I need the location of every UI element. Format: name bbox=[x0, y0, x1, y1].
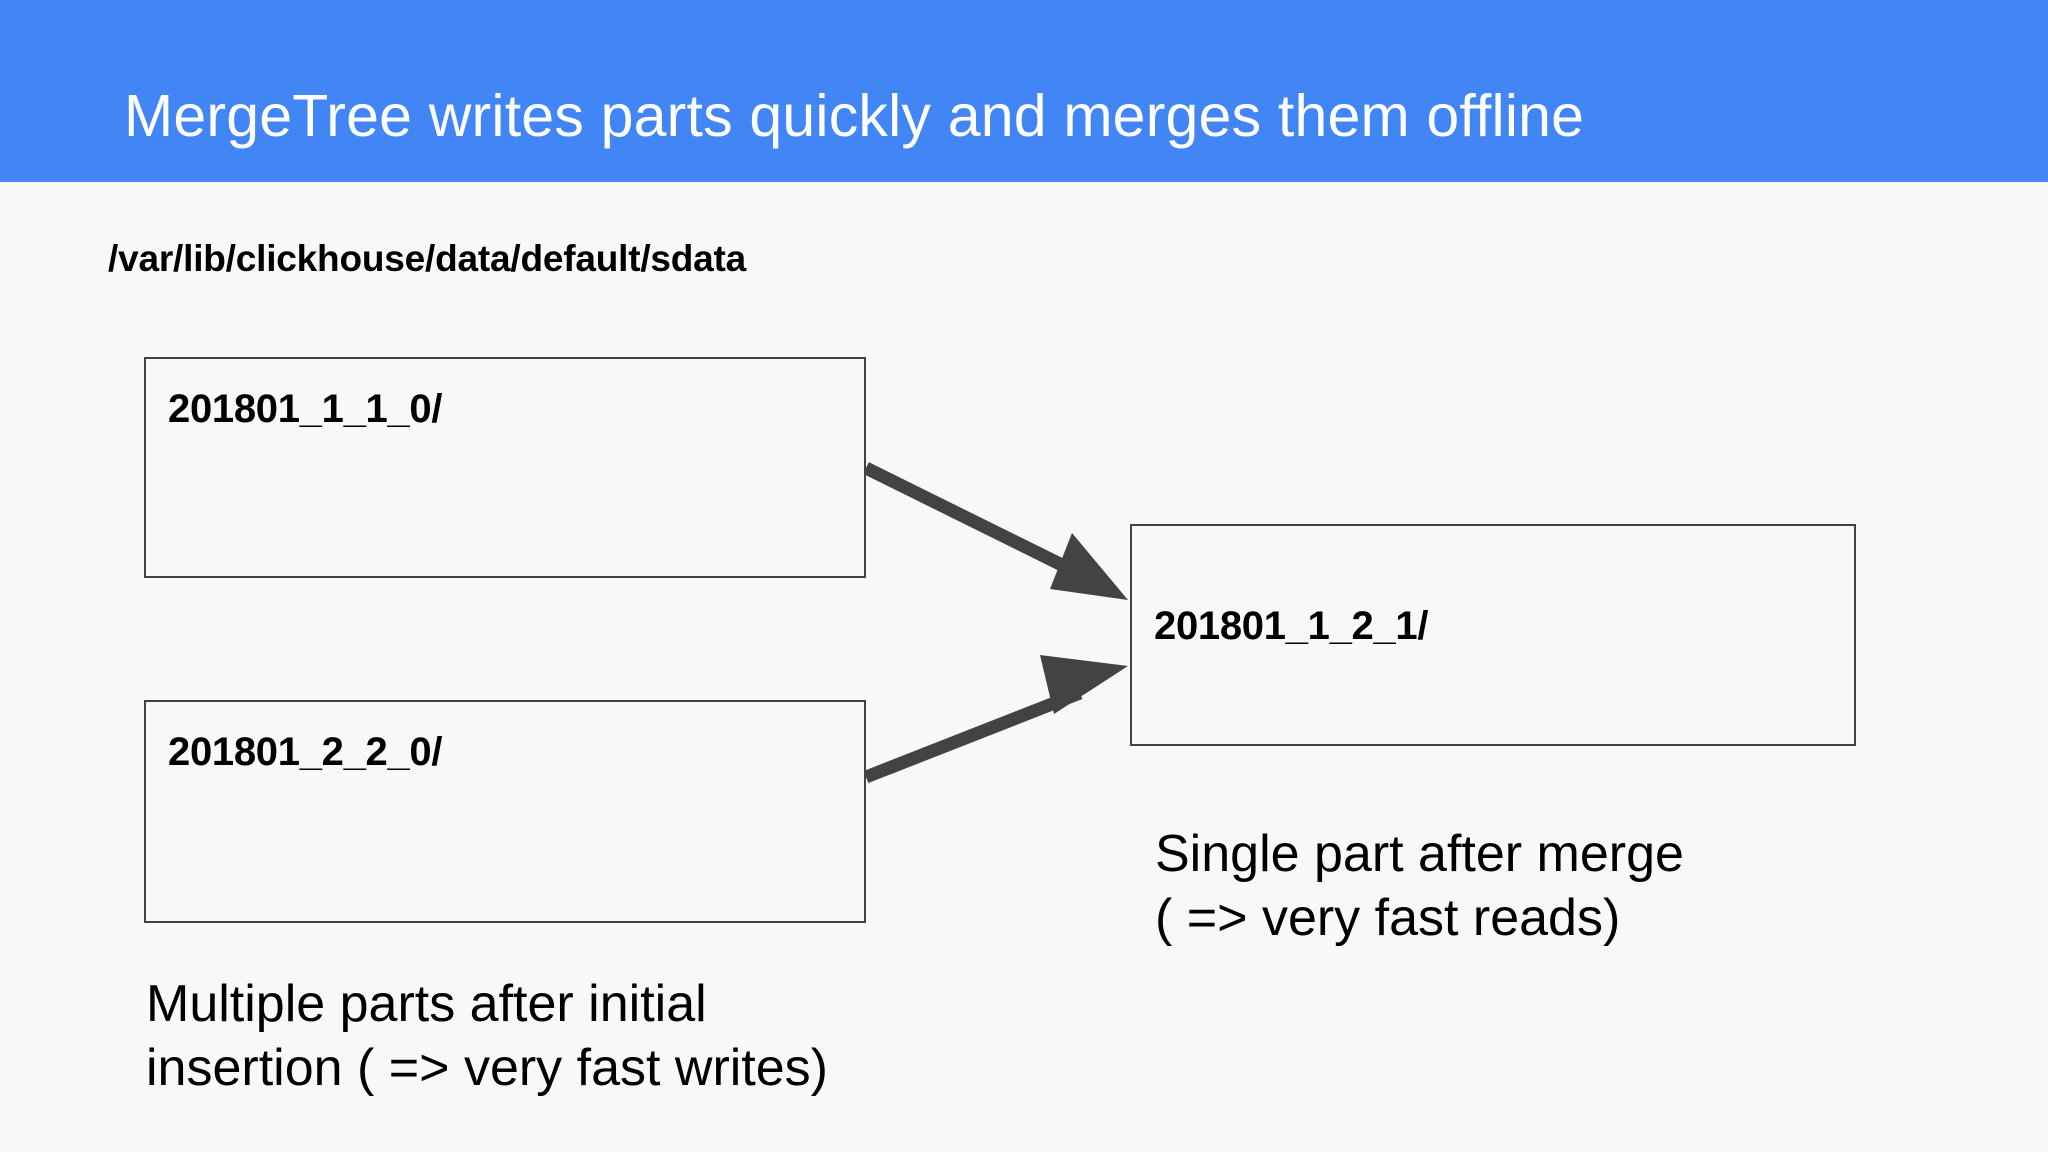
merge-arrow-from-part-1 bbox=[863, 462, 1128, 600]
part-box-201801_2_2_0[interactable]: 201801_2_2_0/ bbox=[144, 700, 866, 923]
caption-line: insertion ( => very fast writes) bbox=[146, 1039, 828, 1097]
part-box-201801_1_1_0[interactable]: 201801_1_1_0/ bbox=[144, 357, 866, 578]
header-bar: MergeTree writes parts quickly and merge… bbox=[0, 0, 2048, 182]
page-title: MergeTree writes parts quickly and merge… bbox=[124, 83, 1585, 149]
part-box-label: 201801_1_2_1/ bbox=[1154, 604, 1429, 648]
part-box-label: 201801_2_2_0/ bbox=[168, 730, 443, 774]
part-box-201801_1_2_1[interactable]: 201801_1_2_1/ bbox=[1130, 524, 1856, 746]
caption-line: Multiple parts after initial bbox=[146, 975, 707, 1033]
merge-arrow-from-part-2 bbox=[863, 655, 1128, 784]
caption-line: Single part after merge bbox=[1155, 825, 1684, 883]
part-box-label: 201801_1_1_0/ bbox=[168, 387, 443, 431]
caption-merged-part: Single part after merge ( => very fast r… bbox=[1155, 822, 1955, 950]
data-directory-path: /var/lib/clickhouse/data/default/sdata bbox=[108, 238, 747, 279]
caption-line: ( => very fast reads) bbox=[1155, 889, 1621, 947]
caption-source-parts: Multiple parts after initial insertion (… bbox=[146, 972, 1086, 1100]
